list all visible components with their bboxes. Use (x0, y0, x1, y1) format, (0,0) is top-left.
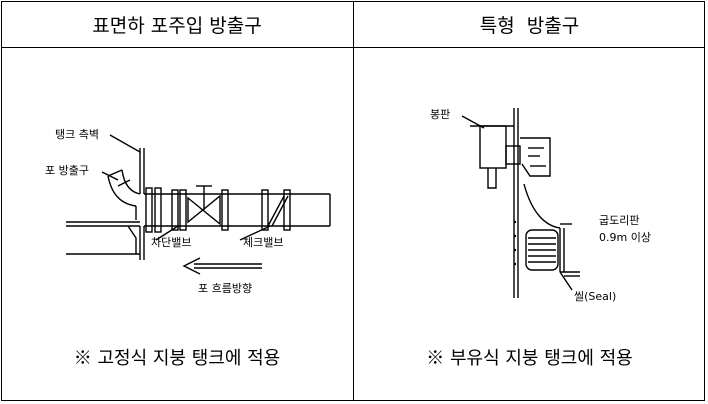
label-tank-wall: 탱크 측벽 (55, 128, 99, 141)
pipeline (144, 193, 331, 227)
tank-bottom-pipe (66, 221, 140, 255)
left-panel-footnote: ※ 고정식 지붕 탱크에 적용 (73, 348, 281, 369)
label-foam-flow: 포 흐름방향 (198, 282, 252, 295)
flow-arrow (182, 257, 262, 275)
right-panel-footnote: ※ 부유식 지붕 탱크에 적용 (426, 348, 633, 369)
foam-dam (523, 183, 572, 272)
check-valve-body (261, 189, 291, 231)
shutoff-valve-body (171, 185, 229, 231)
header-divider (1, 47, 705, 48)
floating-roof (560, 271, 580, 277)
inlet-elbow (107, 169, 141, 220)
label-foam-board: 봉판 (430, 108, 450, 121)
right-panel-title: 특형 방출구 (479, 14, 580, 37)
label-foam-dam: 굽도리판 (599, 214, 639, 227)
label-foam-outlet: 포 방출구 (45, 164, 89, 177)
label-leaders (101, 134, 271, 241)
label-seal: 씰(Seal) (574, 290, 616, 303)
left-panel-title: 표면하 포주입 방출구 (92, 14, 262, 37)
label-shutoff-valve: 차단밸브 (151, 236, 191, 249)
foam-chamber (470, 125, 551, 189)
column-divider (353, 1, 354, 401)
right-diagram-dots (513, 220, 517, 266)
flange-wall (145, 187, 162, 233)
seal-body (525, 229, 559, 271)
right-diagram (461, 108, 580, 298)
label-check-valve: 체크밸브 (243, 236, 283, 249)
label-dam-height: 0.9m 이상 (599, 231, 651, 244)
left-diagram (66, 134, 331, 275)
tank-wall (139, 148, 145, 260)
label-leaders-right (461, 115, 573, 291)
tank-shell (513, 108, 519, 298)
